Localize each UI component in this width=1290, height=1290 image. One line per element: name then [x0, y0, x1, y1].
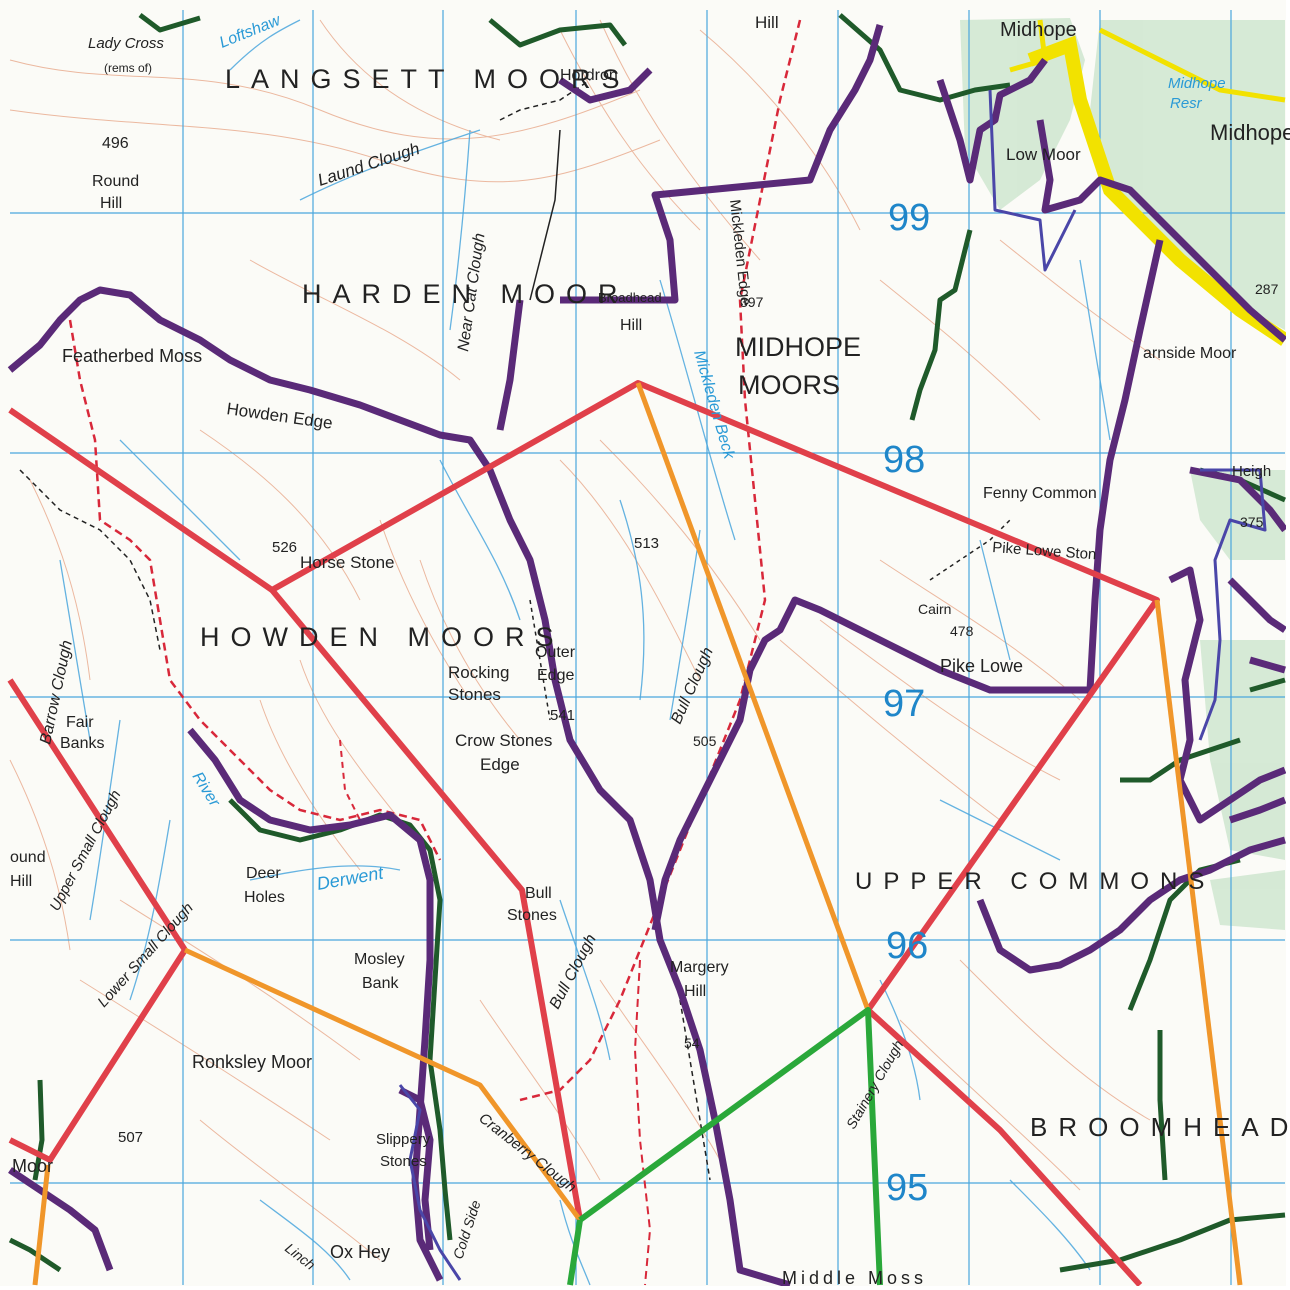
- label-fenny-common: Fenny Common: [983, 485, 1097, 502]
- label-midhope-resr-2: Resr: [1170, 95, 1203, 112]
- label-bull-stones: Bull: [525, 885, 552, 902]
- label-midhopestones: Midhopes: [1210, 120, 1290, 145]
- orange-route: [32, 382, 1243, 1286]
- label-barnside-moor: arnside Moor: [1143, 345, 1237, 362]
- grid-number-97: 97: [883, 683, 925, 725]
- spot-height-287: 287: [1255, 281, 1279, 297]
- label-round-hill-w-2: Hill: [10, 873, 32, 890]
- label-deer-holes: Deer: [246, 865, 281, 882]
- label-featherbed-moss: Featherbed Moss: [62, 346, 202, 366]
- violet-boundaries: [398, 89, 1267, 1281]
- label-langsett-moors: LANGSETT MOORS: [225, 64, 631, 94]
- label-mosley-bank-2: Bank: [362, 975, 399, 992]
- spot-height-397: 397: [740, 294, 764, 310]
- label-pike-lowe: Pike Lowe: [940, 656, 1023, 676]
- spot-height-54: 54: [684, 1035, 700, 1051]
- label-slippery-stones-2: Stones: [380, 1153, 427, 1170]
- label-upper-commons: UPPER COMMONS: [855, 868, 1215, 895]
- grid-numbers: 99 98 97 96 95: [883, 197, 930, 1209]
- green-route: [567, 1007, 883, 1286]
- label-broadhead: Broadhead: [598, 290, 662, 305]
- moor-labels: LANGSETT MOORS HARDEN MOOR MIDHOPE MOORS…: [200, 64, 1290, 1142]
- label-heights: Heigh: [1232, 463, 1271, 480]
- label-harden-moor: HARDEN MOOR: [302, 279, 629, 309]
- page-edge-bottom: [0, 1286, 1290, 1290]
- contour-lines: [9, 19, 1161, 1261]
- label-lady-cross-rems: (rems of): [104, 61, 152, 75]
- label-fair-banks: Fair: [66, 714, 94, 731]
- label-rocking-stones: Rocking: [448, 663, 509, 682]
- spot-height-541: 541: [550, 707, 575, 724]
- grid-number-96: 96: [886, 925, 928, 967]
- label-howden-moors: HOWDEN MOORS: [200, 622, 565, 652]
- label-margery-hill: Margery: [670, 959, 729, 976]
- grid-number-99: 99: [888, 197, 930, 239]
- spot-height-507: 507: [118, 1129, 143, 1146]
- label-outer-edge-2: Edge: [537, 667, 574, 684]
- label-ronksley-moor: Ronksley Moor: [192, 1052, 312, 1072]
- label-low-moor: Low Moor: [1006, 145, 1081, 164]
- spot-height-478: 478: [950, 623, 974, 639]
- label-midhope-resr: Midhope: [1168, 75, 1226, 92]
- label-midhope: MIDHOPE: [735, 332, 861, 362]
- label-outer-edge: Outer: [535, 644, 576, 661]
- label-mosley-bank: Mosley: [354, 951, 405, 968]
- label-slippery-stones: Slippery: [376, 1131, 431, 1148]
- label-broadhead-hill: Hill: [620, 317, 642, 334]
- label-rocking-stones-2: Stones: [448, 685, 501, 704]
- label-cairn: Cairn: [918, 601, 951, 617]
- label-crow-stones-edge-2: Edge: [480, 755, 520, 774]
- label-round-hill-2: Hill: [100, 195, 122, 212]
- label-moor-sw: Moor: [12, 1156, 53, 1176]
- label-horse-stone: Horse Stone: [300, 553, 395, 572]
- spot-height-526: 526: [272, 539, 297, 556]
- label-midhope-village: Midhope: [1000, 19, 1077, 41]
- label-round-hill-w: ound: [10, 849, 46, 866]
- label-crow-stones-edge: Crow Stones: [455, 731, 552, 750]
- label-hordron: Hordron: [560, 67, 618, 84]
- label-lady-cross: Lady Cross: [88, 35, 164, 52]
- dashed-paths: [19, 19, 1011, 1286]
- label-ox-hey: Ox Hey: [330, 1242, 390, 1262]
- grid-number-95: 95: [886, 1167, 928, 1209]
- grid-lines: [10, 10, 1285, 1285]
- spot-height-513: 513: [634, 535, 659, 552]
- spot-height-505: 505: [693, 733, 717, 749]
- spot-height-375: 375: [1240, 514, 1264, 530]
- label-moors: MOORS: [738, 370, 840, 400]
- green-boundaries: [8, 13, 1287, 1273]
- label-broomhead-moor: BROOMHEAD MO: [1030, 1112, 1290, 1142]
- grid-number-98: 98: [883, 439, 925, 481]
- label-margery-hill-2: Hill: [684, 983, 706, 1000]
- page-edge-right: [1286, 0, 1290, 1290]
- label-hill-top: Hill: [755, 13, 779, 32]
- label-fair-banks-2: Banks: [60, 735, 104, 752]
- label-middle-moss: Middle Moss: [782, 1268, 927, 1288]
- label-bull-stones-2: Stones: [507, 907, 557, 924]
- label-round-hill: Round: [92, 173, 139, 190]
- label-deer-holes-2: Holes: [244, 889, 285, 906]
- streams: [59, 19, 1111, 1286]
- spot-height-496: 496: [102, 135, 129, 152]
